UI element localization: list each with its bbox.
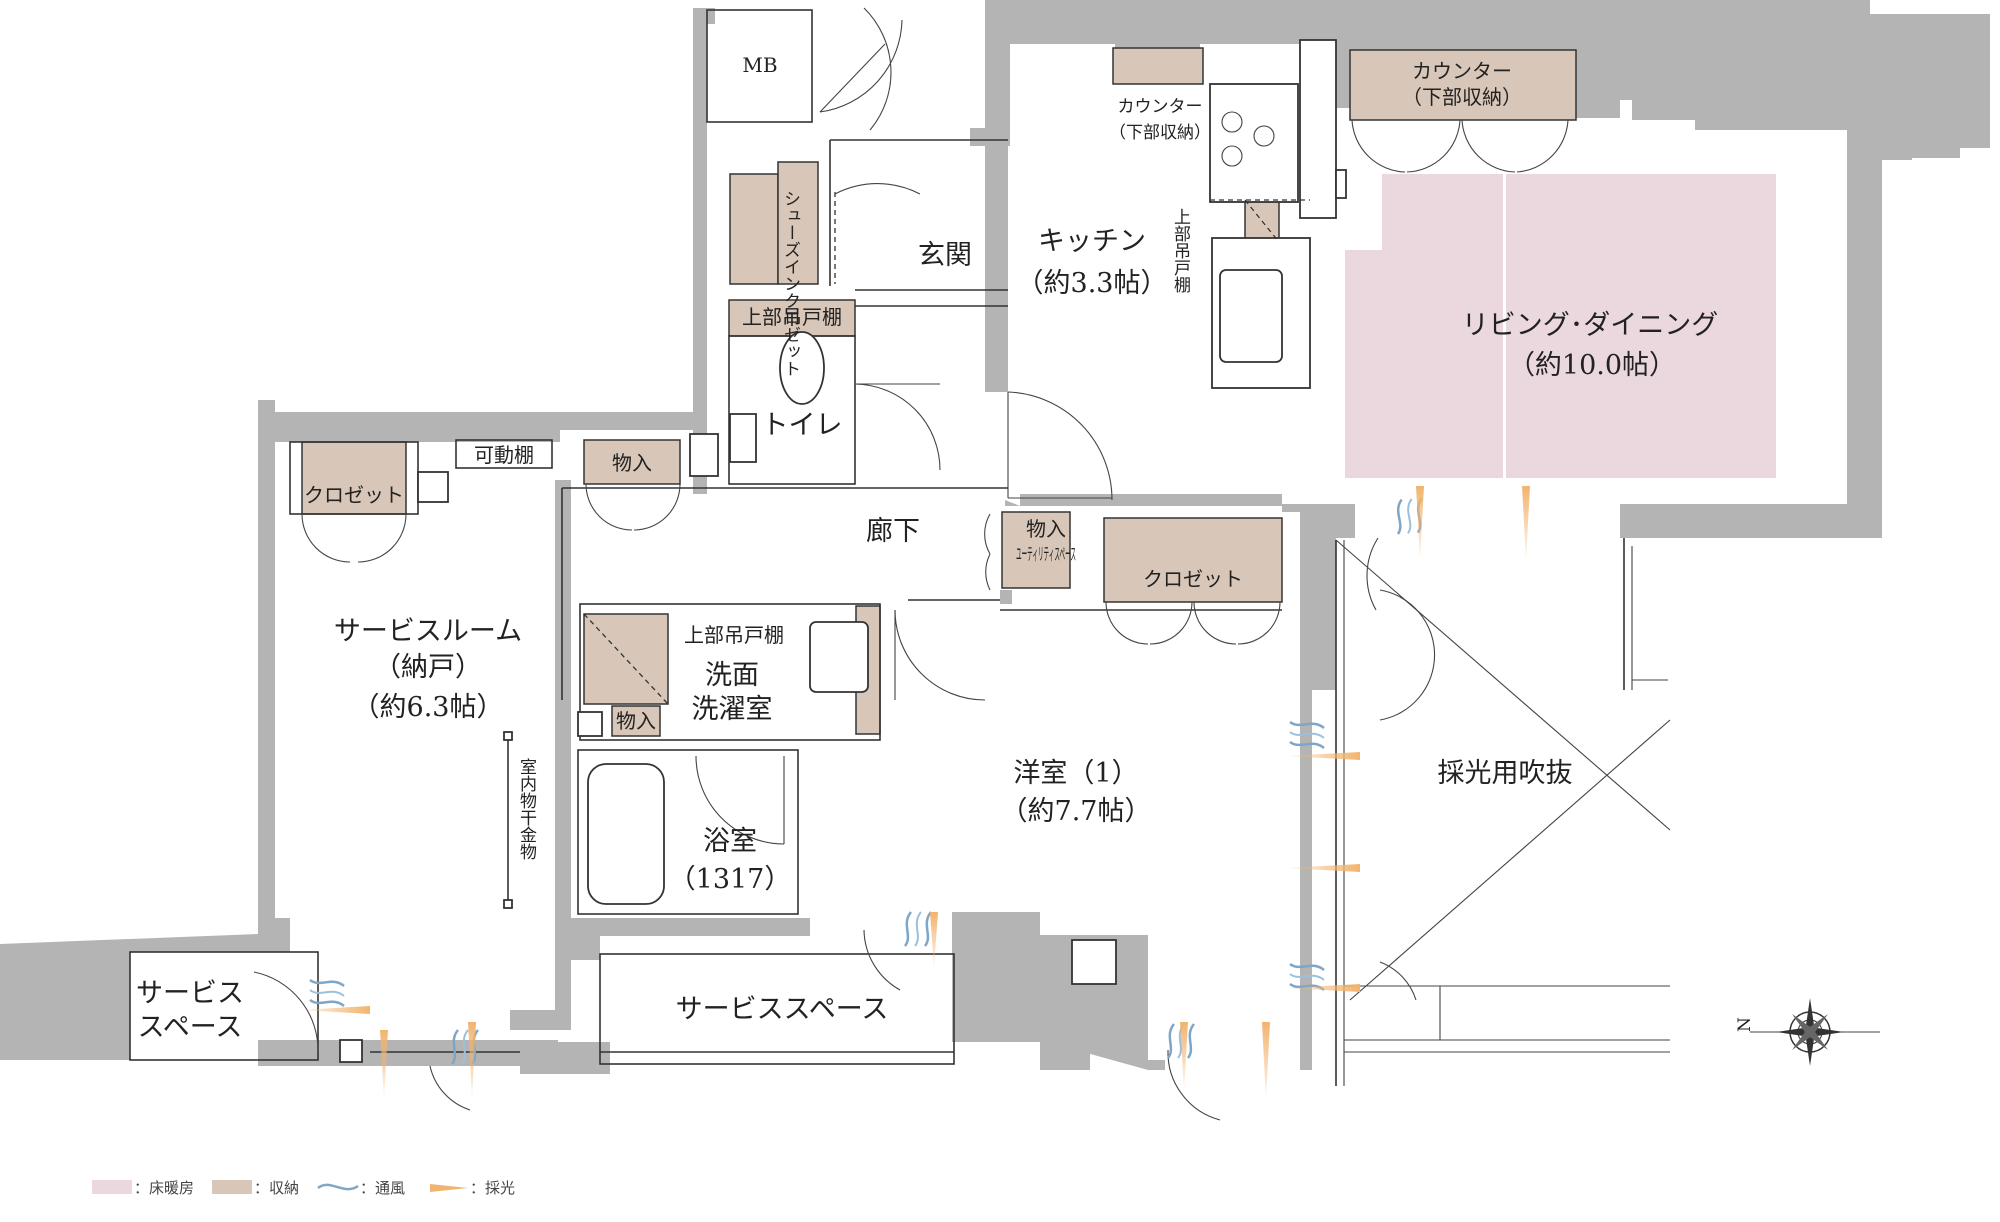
kitchen-upper-cabinet: 上部吊戸棚 <box>1170 208 1191 294</box>
toilet-name: トイレ <box>762 410 843 441</box>
legend-daylight-label: ：採光 <box>470 1179 515 1197</box>
living-room-name: リビング･ダイニング <box>1462 310 1719 341</box>
indoor-drying-label: 室内物干金物 <box>516 758 537 860</box>
utility-storage-label: 物入 <box>1026 517 1066 541</box>
floor-heating-area <box>1345 174 1776 478</box>
storage-top-label: 物入 <box>612 451 652 475</box>
counter-left-line2: （下部収納） <box>1109 123 1211 143</box>
legend-ventilation-icon <box>317 1183 359 1191</box>
service-space-left-line2: スペース <box>138 1012 243 1043</box>
movable-shelf-label: 可動棚 <box>474 443 534 467</box>
entrance-upper-cabinet: 上部吊戸棚 <box>742 305 842 329</box>
walls <box>0 0 1990 1074</box>
compass-rose-icon <box>1776 998 1844 1066</box>
light-well-name: 採光用吹抜 <box>1438 758 1573 789</box>
service-room-area: （約6.3帖） <box>353 692 504 723</box>
legend-daylight-icon <box>430 1184 468 1192</box>
bath-name: 浴室 <box>703 826 757 857</box>
closet-western-label: クロゼット <box>1143 567 1243 591</box>
hallway-name: 廊下 <box>866 516 920 547</box>
legend: ：床暖房 ：収納 ：通風 ：採光 <box>92 1179 515 1197</box>
kitchen-name: キッチン <box>1038 226 1146 257</box>
service-room-sub: （納戸） <box>374 652 482 683</box>
living-room-area: （約10.0帖） <box>1508 350 1676 381</box>
service-space-bottom-name: サービススペース <box>676 994 889 1025</box>
western-room-name: 洋室（1） <box>1013 758 1138 789</box>
western-room-area: （約7.7帖） <box>1001 796 1152 827</box>
legend-storage-swatch <box>212 1180 252 1194</box>
service-space-left-line1: サービス <box>136 978 244 1009</box>
mb-label: MB <box>742 53 777 77</box>
daylight-icons <box>300 486 1530 1100</box>
compass-label: N <box>1735 1017 1755 1032</box>
washroom-storage-label: 物入 <box>616 709 656 733</box>
counter-left-line1: カウンター <box>1118 97 1203 117</box>
counter-right-line2: （下部収納） <box>1402 85 1522 109</box>
legend-floor-heating-label: ：床暖房 <box>134 1179 194 1197</box>
washroom-line2: 洗濯室 <box>692 694 773 725</box>
kitchen-area: （約3.3帖） <box>1017 268 1168 299</box>
shoe-closet-label: シューズインクロゼット <box>780 190 800 377</box>
service-room-name: サービスルーム <box>334 616 522 647</box>
fixtures <box>129 7 1880 1121</box>
bath-size: （1317） <box>669 864 792 895</box>
legend-ventilation-label: ：通風 <box>360 1179 405 1197</box>
washroom-upper-cabinet: 上部吊戸棚 <box>684 623 784 647</box>
closet-service-label: クロゼット <box>304 483 404 507</box>
legend-storage-label: ：収納 <box>254 1179 299 1197</box>
counter-right-line1: カウンター <box>1412 59 1512 83</box>
legend-floor-heating-swatch <box>92 1180 132 1194</box>
washroom-line1: 洗面 <box>705 660 759 691</box>
utility-space-label: ユーティリティスペース <box>1016 545 1076 565</box>
entrance-name: 玄関 <box>918 240 972 271</box>
